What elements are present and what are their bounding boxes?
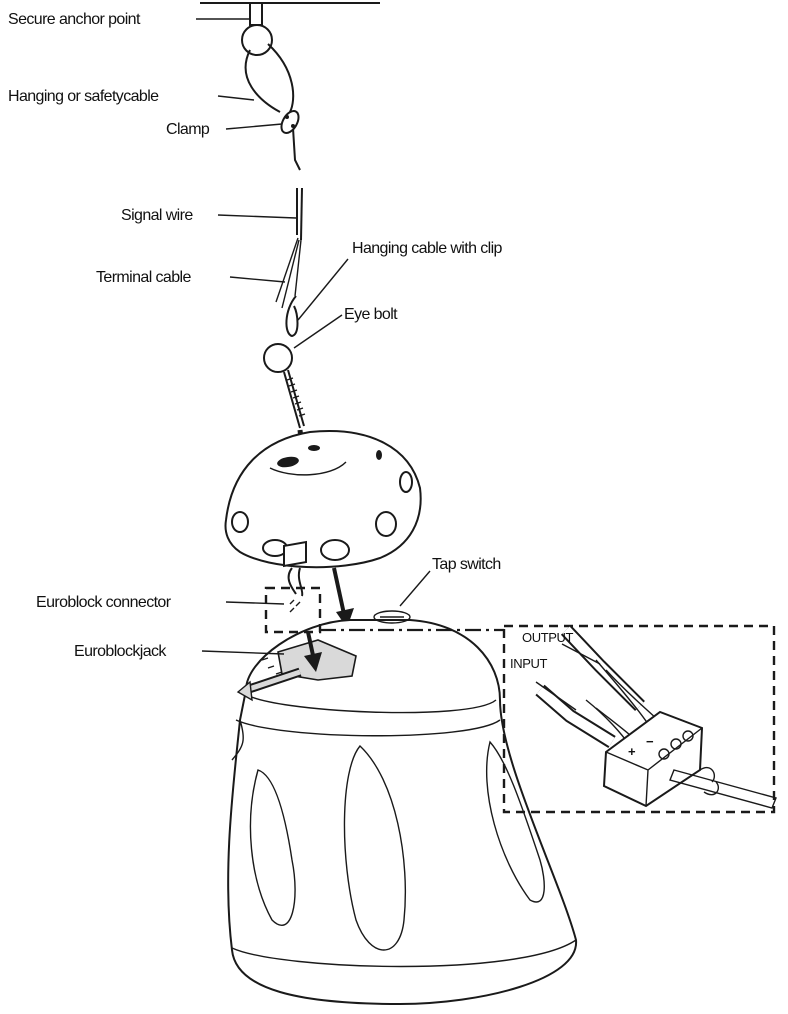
label-input: INPUT [510,656,547,671]
label-eye-bolt: Eye bolt [344,306,398,323]
label-hanging-cable-with-clip: Hanging cable with clip [352,240,503,257]
label-euroblock-jack: Euroblockjack [74,643,167,660]
label-output: OUTPUT [522,630,574,645]
leader-lines [196,18,601,711]
label-clamp: Clamp [166,121,210,138]
hanging-clip-icon [285,295,299,338]
speaker-body [227,610,578,1006]
label-tap-switch: Tap switch [432,556,501,573]
detail-inset: + − [502,624,777,814]
label-secure-anchor-point: Secure anchor point [8,11,141,28]
safety-cable [244,43,301,171]
ceiling-anchor [200,2,380,56]
label-euroblock-connector: Euroblock connector [36,594,172,611]
speaker-dome-cap [224,430,422,569]
euroblock-connector-icon [264,540,322,634]
terminal-plus-mark: + [628,744,636,759]
signal-wire [275,187,303,309]
insert-arrow-icon [332,567,354,628]
label-hanging-or-safety-cable: Hanging or safetycable [8,88,159,105]
label-terminal-cable: Terminal cable [96,269,191,286]
clamp-icon [280,110,300,134]
terminal-minus-mark: − [646,734,654,749]
euroblock-jack [236,631,357,702]
label-signal-wire: Signal wire [121,207,193,224]
